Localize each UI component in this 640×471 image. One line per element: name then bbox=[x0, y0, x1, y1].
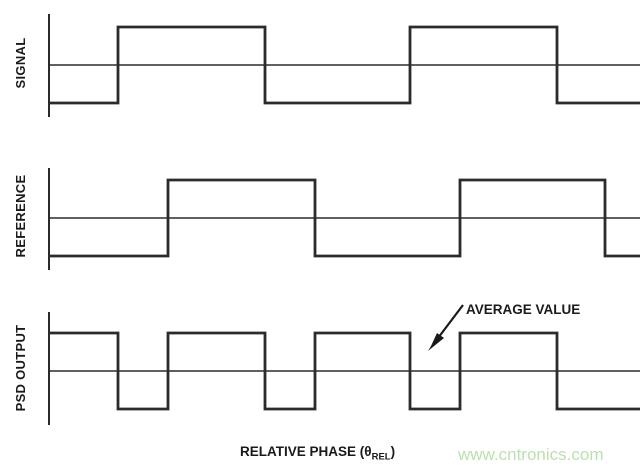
average-value-arrow-icon bbox=[428, 304, 464, 351]
x-axis-label: RELATIVE PHASE (θREL) bbox=[240, 444, 395, 463]
x-axis-label-theta: θ bbox=[364, 444, 372, 459]
panel-label-signal: SIGNAL bbox=[13, 37, 28, 89]
arrow-head bbox=[428, 333, 444, 351]
average-value-label: AVERAGE VALUE bbox=[466, 302, 581, 317]
signal-waveform-trace bbox=[49, 25, 640, 105]
x-axis-label-subscript: REL bbox=[371, 451, 391, 463]
panel-psd bbox=[48, 304, 640, 425]
x-axis-label-close: ) bbox=[390, 444, 396, 459]
panel-label-psd: PSD OUTPUT bbox=[13, 324, 28, 412]
x-axis-label-main: RELATIVE PHASE ( bbox=[240, 444, 365, 459]
panel-signal bbox=[48, 14, 640, 117]
watermark-text: www.cntronics.com bbox=[458, 445, 604, 464]
panel-reference bbox=[48, 168, 640, 270]
psd-waveform-trace bbox=[49, 331, 640, 411]
panel-label-reference: REFERENCE bbox=[13, 174, 28, 258]
reference-waveform-trace bbox=[49, 178, 640, 258]
